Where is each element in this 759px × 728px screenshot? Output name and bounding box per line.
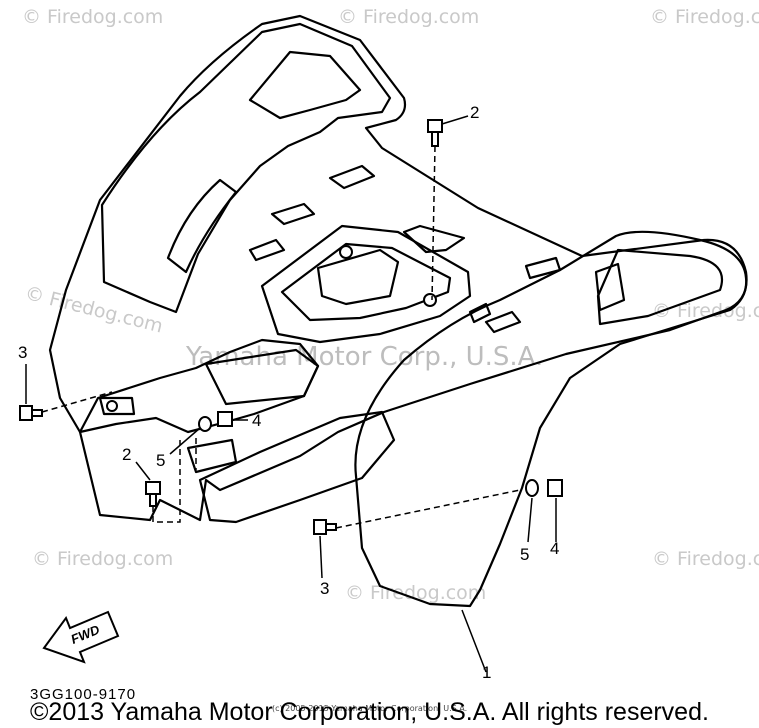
assembly-line [335, 489, 521, 529]
leader-line [169, 427, 201, 455]
watermark: © Firedog.com [345, 582, 487, 604]
watermark: © Firedog.com [22, 6, 164, 28]
bolt-2-top-head [427, 119, 443, 133]
screw-3-bottom-shank [325, 523, 337, 531]
callout-1: 1 [482, 663, 492, 682]
callout-3-bottom: 3 [320, 579, 330, 598]
grommet [106, 400, 118, 412]
screw-3-left-head [19, 405, 33, 421]
collar-5-left [198, 416, 212, 432]
collar-5-right [525, 479, 539, 497]
bolt-2-left-head [145, 481, 161, 495]
nut-4-right [547, 479, 563, 497]
screw-3-left-shank [31, 409, 43, 417]
watermark: © Firedog.com [650, 6, 759, 28]
watermark: © Firedog.com [338, 6, 480, 28]
watermark: © Firedog.com [652, 548, 759, 570]
front-fender-panel-inner [248, 50, 362, 120]
screw-3-bottom-head [313, 519, 327, 535]
rear-fender-outline [354, 230, 748, 608]
leader-line [135, 461, 151, 481]
callout-4-center: 4 [252, 411, 262, 430]
bolt-2-left-shank [149, 493, 157, 507]
callout-4-right: 4 [550, 539, 560, 558]
callout-5-left: 5 [156, 451, 166, 470]
footer-copyright: ©2013 Yamaha Motor Corporation, U.S.A. A… [30, 698, 709, 726]
front-fender-panel [100, 22, 392, 314]
callout-2-top: 2 [470, 103, 480, 122]
callout-2-left: 2 [122, 445, 132, 464]
assembly-line [152, 440, 181, 523]
leader-line [527, 497, 533, 543]
front-fender-outline [48, 14, 748, 522]
bolt-2-top-shank [431, 131, 439, 147]
leader-line [319, 535, 323, 579]
leader-line [441, 115, 469, 125]
leader-line [461, 609, 487, 673]
watermark: © Firedog.com [32, 548, 174, 570]
grommet [423, 293, 437, 307]
callout-5-right: 5 [520, 545, 530, 564]
rear-fender-panel [596, 248, 723, 326]
storage-box-outline [260, 224, 472, 344]
assembly-line [431, 145, 436, 301]
assembly-line [41, 391, 113, 413]
storage-box-inner [280, 242, 452, 322]
small-copyright: (c) 2005-2015 Yamaha Motor Corporation, … [272, 704, 468, 713]
callout-3-left: 3 [18, 343, 28, 362]
fwd-arrow-icon: FWD [42, 610, 120, 664]
center-mudguard [198, 410, 396, 524]
grommet [339, 245, 353, 259]
nut-4-center [217, 411, 233, 427]
part-code: 3GG100-9170 [30, 686, 137, 703]
left-bracket [78, 338, 320, 434]
